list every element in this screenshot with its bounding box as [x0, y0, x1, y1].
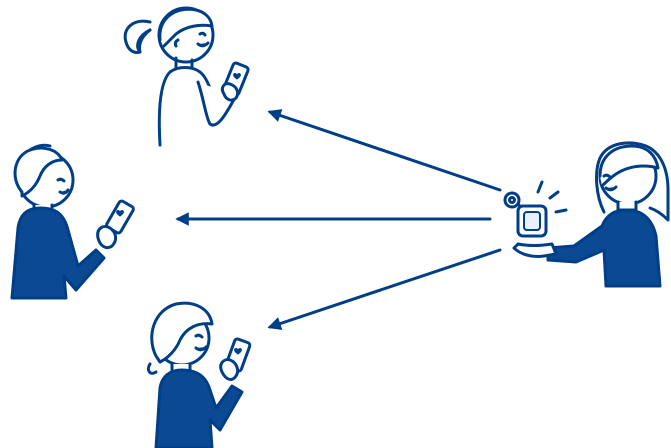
- sender-person: [512, 141, 670, 288]
- arrows: [175, 109, 502, 330]
- arrow-to-bottom-receiver: [267, 248, 502, 330]
- beacon-device: [503, 180, 568, 238]
- torso: [546, 208, 662, 288]
- arrow-to-top-receiver: [267, 109, 502, 192]
- torso: [154, 368, 244, 448]
- torso: [10, 206, 106, 300]
- receiver-top-person: [123, 6, 250, 147]
- signal-rays-icon: [536, 180, 568, 214]
- ponytail: [123, 19, 152, 54]
- receiver-middle-person: [10, 143, 135, 300]
- receiver-bottom-person: [146, 301, 252, 448]
